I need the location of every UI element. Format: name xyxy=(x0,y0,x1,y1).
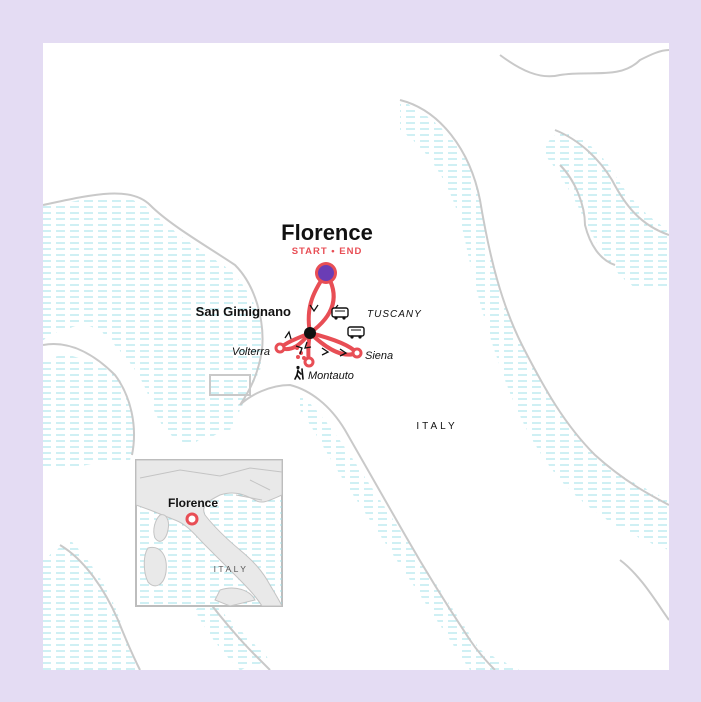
destination-title: Florence xyxy=(281,220,373,245)
stop-label-san-gimignano: San Gimignano xyxy=(196,304,291,319)
siena-marker xyxy=(351,347,363,359)
country-label: ITALY xyxy=(416,421,457,432)
sea-hatching xyxy=(43,100,669,670)
bus-icon xyxy=(347,326,365,339)
inset-land xyxy=(136,460,282,606)
volterra-marker xyxy=(274,342,286,354)
inset-country-label: ITALY xyxy=(214,564,249,574)
san-gimignano-marker xyxy=(304,327,316,339)
start-end-label: START • END xyxy=(292,246,363,257)
coastlines xyxy=(43,49,669,670)
stop-label-montauto: Montauto xyxy=(308,370,354,382)
region-label: TUSCANY xyxy=(367,309,422,320)
inset-island-sicily xyxy=(214,587,256,606)
stop-label-volterra: Volterra xyxy=(232,346,270,358)
start-end-marker xyxy=(315,262,337,284)
inset-map: Florence ITALY xyxy=(135,459,283,607)
inset-island-sardinia xyxy=(143,546,167,587)
inset-florence-marker xyxy=(185,512,199,526)
stop-label-siena: Siena xyxy=(365,350,393,362)
inset-city-label: Florence xyxy=(168,496,218,510)
inset-island-corsica xyxy=(153,514,169,542)
bus-icon xyxy=(331,307,349,320)
montauto-marker xyxy=(303,356,315,368)
hiker-icon xyxy=(294,365,304,380)
